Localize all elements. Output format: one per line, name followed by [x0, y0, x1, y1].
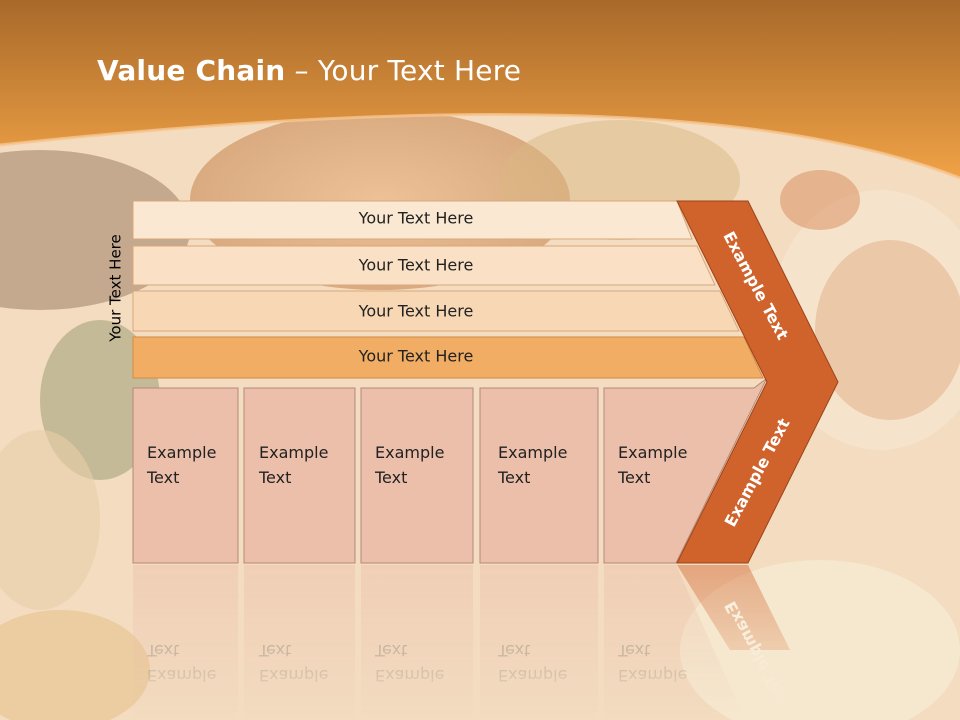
column-2-label-reflection: ExampleText	[258, 641, 328, 685]
column-2-label-line-1: Example	[259, 443, 328, 462]
column-4-label-line-1: Example	[498, 443, 567, 462]
row-3-label: Your Text Here	[358, 302, 474, 321]
column-2-label-line-2: Text	[258, 468, 291, 487]
slide-title-bold: Value Chain	[97, 54, 286, 87]
column-4-label-reflection: ExampleText	[497, 641, 567, 685]
column-3-label-line-2: Text	[374, 468, 407, 487]
column-1-label-reflection: ExampleText	[146, 641, 216, 685]
side-label: Your Text Here	[107, 234, 125, 342]
column-5-label-reflection: ExampleText	[617, 641, 687, 685]
row-4: Your Text Here	[132, 336, 764, 379]
row-1: Your Text Here	[132, 200, 693, 240]
row-4-label: Your Text Here	[358, 347, 474, 366]
column-1-label-line-2: Text	[146, 468, 179, 487]
chevron: Example Text Example Text	[676, 200, 839, 564]
column-4-label-line-2: Text	[497, 468, 530, 487]
row-1-label: Your Text Here	[358, 209, 474, 228]
row-2-label: Your Text Here	[358, 256, 474, 275]
column-1-label-line-1: Example	[147, 443, 216, 462]
row-2: Your Text Here	[132, 245, 716, 286]
column-5-label-line-1: Example	[618, 443, 687, 462]
slide-title: Value Chain – Your Text Here	[97, 54, 521, 87]
diagram-reflection: ExampleText ExampleText ExampleText Exam…	[133, 565, 794, 720]
column-5-label-line-2: Text	[617, 468, 650, 487]
column-3-label-line-1: Example	[375, 443, 444, 462]
column-3-label-reflection: ExampleText	[374, 641, 444, 685]
slide-title-rest: – Your Text Here	[285, 54, 522, 87]
row-3: Your Text Here	[132, 290, 740, 332]
